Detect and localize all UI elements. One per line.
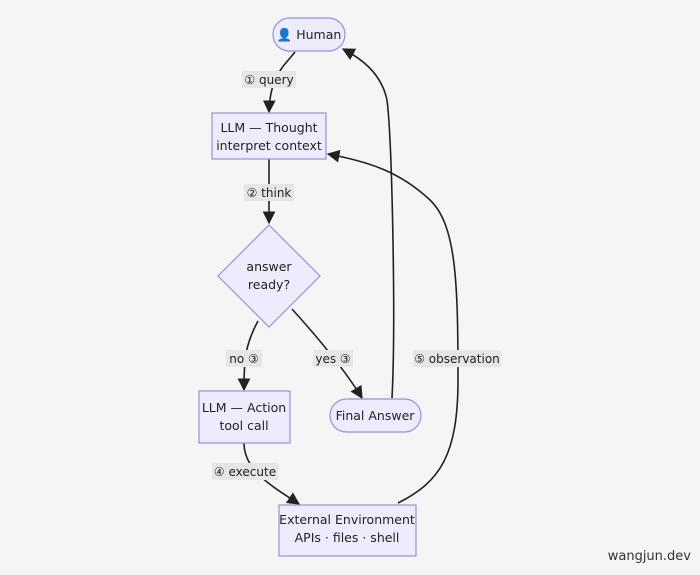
label-execute: ④ execute: [212, 463, 278, 480]
svg-text:APIs · files · shell: APIs · files · shell: [295, 530, 400, 545]
svg-text:ready?: ready?: [248, 277, 290, 292]
svg-text:① query: ① query: [244, 73, 293, 87]
svg-text:External Environment: External Environment: [279, 512, 415, 527]
label-query: ① query: [242, 71, 296, 88]
label-no: no ③: [226, 350, 262, 367]
node-final-answer: Final Answer: [329, 398, 422, 433]
svg-text:answer: answer: [246, 259, 292, 274]
edge-environment-to-thought: [326, 149, 459, 504]
label-observation: ⑤ observation: [413, 350, 501, 367]
svg-text:LLM — Action: LLM — Action: [202, 400, 286, 415]
svg-text:no ③: no ③: [229, 352, 259, 366]
label-think: ② think: [244, 184, 294, 201]
node-external-environment: External Environment APIs · files · shel…: [278, 504, 417, 557]
svg-text:interpret context: interpret context: [216, 138, 322, 153]
svg-text:👤 Human: 👤 Human: [277, 27, 342, 42]
svg-text:Final Answer: Final Answer: [336, 408, 416, 423]
svg-text:LLM — Thought: LLM — Thought: [220, 120, 317, 135]
svg-text:② think: ② think: [247, 186, 292, 200]
svg-text:④ execute: ④ execute: [214, 465, 276, 479]
node-llm-action: LLM — Action tool call: [198, 390, 291, 444]
label-yes: yes ③: [313, 350, 353, 367]
node-llm-thought: LLM — Thought interpret context: [211, 112, 327, 160]
node-human: 👤 Human: [272, 17, 346, 52]
watermark: wangjun.dev: [607, 549, 691, 564]
svg-text:tool call: tool call: [219, 418, 268, 433]
edge-final-to-human: [341, 48, 395, 399]
node-decision: answer ready?: [217, 224, 321, 328]
svg-text:yes ③: yes ③: [315, 352, 350, 366]
svg-text:⑤ observation: ⑤ observation: [414, 352, 500, 366]
